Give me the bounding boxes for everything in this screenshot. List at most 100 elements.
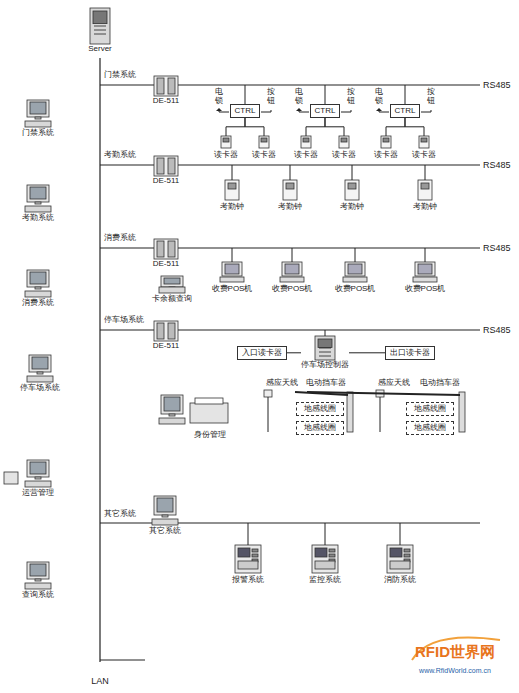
server-slot (319, 348, 331, 349)
button-label: 按钮 (427, 88, 435, 106)
button-wire (271, 110, 272, 112)
pc-stand (35, 117, 41, 119)
workstation: 查询系统 (22, 562, 54, 600)
node-text: 地感线圈 (304, 404, 336, 414)
node-text: 消费系统 (22, 298, 54, 308)
lock-wire (219, 112, 229, 113)
wire-connector (306, 118, 325, 136)
panel-screen (390, 548, 402, 557)
clock-display (348, 183, 356, 189)
node-text: 收费POS机 (405, 284, 446, 294)
controller-box: CTRL (230, 104, 261, 118)
node-text: 卡余额查询 (152, 294, 192, 304)
workstation: 停车场系统 (20, 355, 60, 393)
lock-arrow (296, 108, 302, 111)
pc-monitor (27, 185, 49, 202)
clock-body (283, 180, 297, 200)
converter: DE-511 (153, 321, 180, 351)
converter-case (154, 76, 178, 96)
panel-keypad (238, 561, 258, 569)
reader-body (419, 136, 429, 148)
time-clock: 考勤钟 (278, 180, 302, 212)
pc-monitor (27, 270, 49, 287)
pos-monitor (415, 262, 435, 276)
converter-module (157, 158, 164, 174)
pos-screen (285, 264, 299, 274)
wire-connector (226, 118, 245, 136)
drop-wire (425, 165, 426, 180)
lock-label: 电锁 (375, 88, 383, 106)
printer-paper (195, 398, 223, 404)
lan-bus (99, 58, 100, 662)
node-text: DE-511 (153, 176, 180, 186)
time-clock: 考勤钟 (220, 180, 244, 212)
converter-module (157, 78, 164, 94)
time-clock: 考勤钟 (340, 180, 364, 212)
node-text: CTRL (315, 106, 336, 116)
button-wire (421, 112, 431, 113)
card-reader: 读卡器 (214, 136, 238, 160)
drop-wire (292, 248, 293, 262)
panel-screen (238, 548, 250, 557)
bus-name: RS485 (483, 243, 511, 254)
panel-case (387, 545, 413, 573)
node-text: 地感线圈 (414, 404, 446, 414)
pos-monitor (222, 262, 242, 276)
node-text: CTRL (395, 106, 416, 116)
network-label: LAN (91, 676, 109, 687)
clock-display (228, 183, 236, 189)
lock-arrow (216, 108, 222, 111)
wire-connector (349, 352, 385, 353)
wire-connector (287, 352, 301, 353)
loop-coil: 地感线圈 (296, 421, 344, 435)
node-text: 地感线圈 (414, 423, 446, 433)
pc-screen (164, 278, 180, 284)
drop-wire (355, 248, 356, 262)
pc-monitor (154, 496, 176, 515)
pc-keyboard (25, 583, 51, 589)
converter: DE-511 (153, 76, 180, 106)
pc-stand (162, 515, 168, 517)
barrier-arm (307, 392, 460, 395)
pc-keyboard (159, 287, 185, 293)
panel-button (329, 549, 335, 552)
pc-screen (164, 397, 180, 411)
antenna-pole (380, 397, 381, 432)
bus-label: 考勤系统 (104, 150, 136, 160)
server-slot (94, 34, 106, 35)
panel-button (404, 549, 410, 552)
wire-connector (245, 118, 264, 136)
panel-case (312, 545, 338, 573)
pc-stand (35, 477, 41, 479)
barrier-post (459, 392, 465, 432)
node-text: 考勤钟 (413, 202, 437, 212)
node-text: 读卡器 (294, 150, 318, 160)
pc-monitor (27, 460, 49, 477)
node-text: 身份管理 (194, 430, 226, 440)
reader-window (223, 138, 229, 142)
bus-label: 停车场系统 (104, 315, 144, 325)
drop-wire (405, 85, 406, 104)
parking-controller: 停车场控制器 (301, 336, 349, 370)
pos-terminal: 收费POS机 (272, 262, 313, 294)
barrier-label: 电动挡车器 (306, 378, 346, 388)
card-reader: 读卡器 (332, 136, 356, 160)
pc-monitor (27, 100, 49, 117)
antenna-pole (268, 397, 269, 432)
converter-case (154, 321, 178, 341)
node-text: 考勤系统 (22, 213, 54, 223)
node-text: DE-511 (153, 96, 180, 106)
node-text: 考勤钟 (340, 202, 364, 212)
panel-screen (315, 548, 327, 557)
node-text: 门禁系统 (22, 128, 54, 138)
clock-body (225, 180, 239, 200)
node-text: DE-511 (153, 259, 180, 269)
node-text: 考勤钟 (220, 202, 244, 212)
pc-stand (169, 414, 175, 416)
wire-connector (405, 118, 424, 136)
node-text: 其它系统 (149, 526, 181, 536)
lock-label: 电锁 (215, 88, 223, 106)
node-text: 入口读卡器 (242, 348, 282, 358)
server-node: Server (88, 8, 112, 54)
loop-coil: 地感线圈 (406, 402, 454, 416)
